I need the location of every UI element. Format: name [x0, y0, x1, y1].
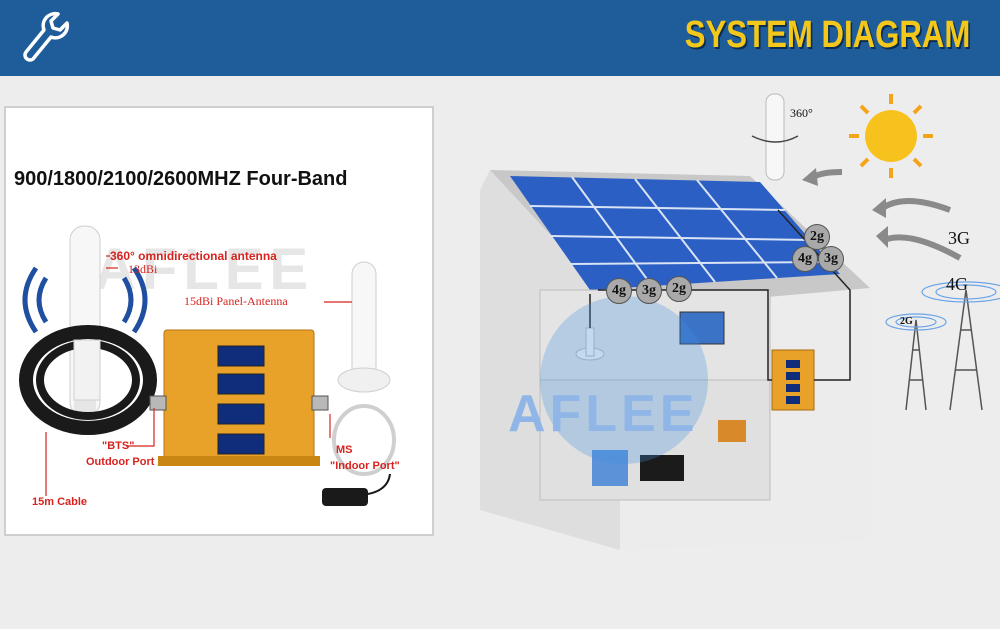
roof-bubble-3g: 3g — [818, 246, 844, 272]
tower-label-2g: 2G — [900, 316, 913, 327]
page-title: SYSTEM DIAGRAM — [684, 14, 970, 56]
panel-antenna-label: 15dBi Panel-Antenna — [184, 294, 288, 308]
indoor-bubble-2g: 2g — [666, 276, 692, 302]
power-adapter — [322, 488, 368, 506]
sun-icon — [849, 94, 933, 178]
omni-antenna-label: 360° omnidirectional antenna — [110, 249, 277, 263]
indoor-bubble-3g: 3g — [636, 278, 662, 304]
tower-label-3g: 3G — [948, 228, 970, 248]
ms-label: MS — [336, 444, 353, 456]
roof-bubble-4g: 4g — [792, 246, 818, 272]
scene-watermark: AFLEE — [508, 385, 699, 443]
house-scene: 360° 2g 4g 3g 4g 3g 2g 3G 4G 2G AFLEE — [440, 80, 1000, 560]
rotation-label: 360° — [790, 106, 813, 120]
product-panel: 900/1800/2100/2600MHZ Four-Band AFLEE — [4, 106, 434, 536]
tower-label-4g: 4G — [946, 274, 968, 294]
wrench-icon — [23, 11, 70, 62]
solar-panel-array — [510, 176, 840, 290]
outdoor-antenna — [765, 93, 785, 181]
bts-label: "BTS" — [102, 440, 135, 452]
house-illustration — [480, 93, 1000, 550]
product-illustration — [19, 225, 396, 506]
signal-waves-icon — [22, 266, 148, 334]
indoor-port-label: "Indoor Port" — [330, 460, 400, 472]
indoor-bubble-4g: 4g — [606, 278, 632, 304]
product-heading: 900/1800/2100/2600MHZ Four-Band — [14, 168, 348, 190]
outdoor-port-label: Outdoor Port — [86, 456, 155, 468]
omni-gain-label: 13dBi — [128, 262, 158, 276]
header-bar: SYSTEM DIAGRAM — [0, 0, 1000, 76]
panel-antenna — [351, 261, 377, 383]
cell-tower-icon — [905, 289, 983, 411]
cable-label: 15m Cable — [32, 496, 88, 508]
roof-bubble-2g: 2g — [804, 224, 830, 250]
